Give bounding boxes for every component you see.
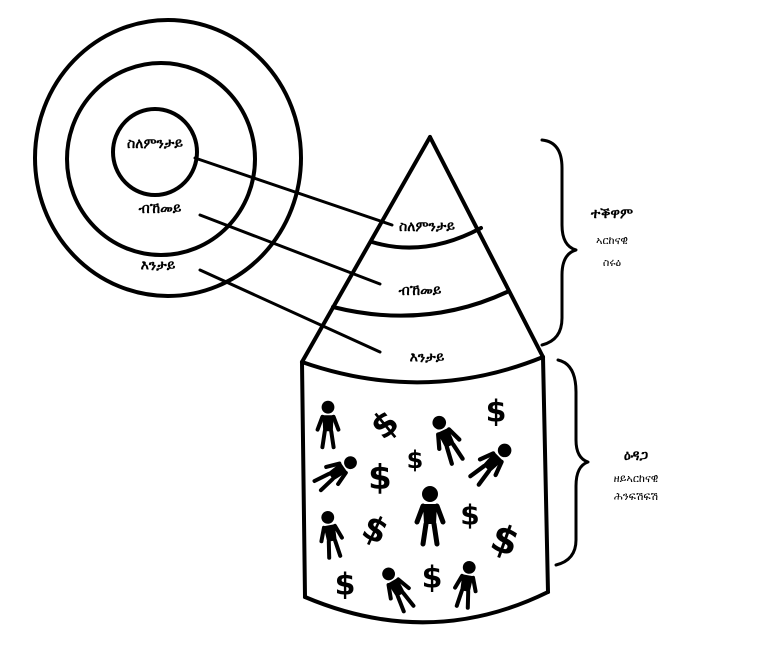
inner-circle	[111, 107, 199, 197]
concentric-circles	[33, 18, 303, 298]
cone-band-lower	[331, 290, 509, 318]
cylinder-right-wall	[541, 355, 550, 594]
dollar-sign: $	[356, 507, 394, 553]
dollar-sign: $	[485, 515, 525, 565]
cone	[300, 135, 545, 385]
lower-bracket-line2: ሕንፍሽፍሽ	[614, 490, 658, 503]
circle-label-inner: ስለምንታይ	[127, 136, 183, 152]
upper-curly-bracket	[540, 138, 578, 347]
connector-line-inner	[193, 156, 394, 227]
dollar-sign: $	[407, 446, 424, 474]
person-icon	[453, 560, 478, 610]
cone-band-upper	[370, 226, 483, 250]
dollar-sign: $	[335, 568, 356, 603]
outer-circle	[33, 18, 303, 298]
lower-bracket-line1: ዘይኣርከናዊ	[614, 472, 659, 485]
connector-line-outer	[198, 268, 382, 354]
person-icon	[432, 415, 465, 466]
person-icon	[319, 510, 344, 560]
connector-lines	[193, 156, 394, 354]
cylinder-figures	[312, 400, 512, 614]
upper-bracket-title: ተቕዋም	[590, 206, 633, 222]
connector-line-middle	[198, 213, 382, 286]
cone-left-edge	[300, 135, 432, 364]
person-icon	[382, 567, 416, 614]
upper-bracket-line1: ኣርከናዊ	[596, 234, 628, 247]
person-icon	[315, 400, 341, 450]
cone-label-base: እንታይ	[410, 350, 445, 366]
person-icon	[468, 443, 512, 487]
cone-base-curve	[300, 355, 545, 385]
cylinder-left-wall	[300, 360, 307, 599]
circle-label-outer: እንታይ	[141, 258, 176, 274]
dollar-sign: $	[422, 561, 443, 596]
dollar-sign: $	[486, 395, 507, 430]
cone-right-edge	[428, 135, 545, 359]
dollar-sign: $	[460, 499, 479, 532]
circle-label-middle: ብኸመይ	[138, 201, 182, 217]
dollar-sign: $	[363, 402, 407, 448]
cone-label-tip: ስለምንታይ	[399, 219, 455, 235]
person-icon	[414, 486, 446, 547]
cylinder-bottom-curve	[303, 590, 550, 625]
middle-circle	[65, 61, 257, 257]
lower-curly-bracket	[554, 358, 590, 567]
upper-bracket-line2: ስሩዕ	[603, 256, 621, 269]
cone-label-middle: ብኸመይ	[398, 283, 442, 299]
lower-bracket-title: ዕዳጋ	[624, 448, 649, 464]
person-icon	[312, 456, 357, 493]
cylinder	[300, 355, 550, 625]
dollar-sign: $	[368, 458, 392, 498]
